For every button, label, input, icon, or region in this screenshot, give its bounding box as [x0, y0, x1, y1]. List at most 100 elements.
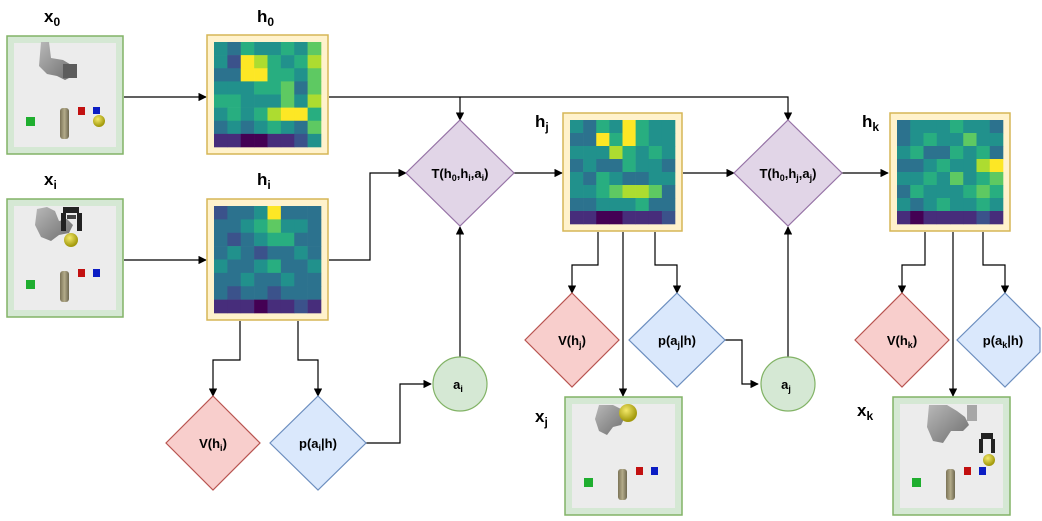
- heatmap-cell: [307, 81, 322, 95]
- heatmap-cell: [963, 146, 977, 160]
- policy-pk-label: p(ak|h): [983, 333, 1023, 350]
- heatmap-cell: [570, 185, 584, 199]
- heatmap-cell: [976, 172, 991, 186]
- heatmap-cell: [936, 133, 951, 147]
- heatmap-cell: [989, 146, 1004, 160]
- heatmap-cell: [254, 133, 268, 148]
- edge-hk-Vk: [897, 232, 926, 294]
- robot-arm-icon: [39, 42, 77, 80]
- heatmap-cell: [280, 42, 295, 56]
- heatmap-cell: [989, 133, 1004, 147]
- heatmap-cell: [227, 107, 242, 122]
- heatmap-cell: [280, 246, 295, 260]
- action-ai-label: ai: [453, 377, 463, 394]
- heatmap-cell: [976, 133, 991, 147]
- gripper-icon: [61, 207, 82, 231]
- robot-arm-icon: [595, 405, 625, 435]
- red-block-icon: [964, 467, 971, 475]
- heatmap-cell: [622, 159, 636, 173]
- heatmap-cell: [267, 259, 282, 274]
- heatmap-cell: [240, 232, 255, 247]
- heatmap-cell: [227, 68, 242, 82]
- heatmap-cell: [240, 42, 255, 56]
- heatmap-cell: [240, 259, 255, 274]
- heatmap-cell: [280, 94, 295, 108]
- heatmap-cell: [936, 211, 951, 225]
- heatmap-cell: [923, 133, 938, 147]
- heatmap-cell: [307, 42, 322, 56]
- heatmap-cell: [897, 120, 911, 134]
- heatmap-cell: [661, 159, 676, 173]
- heatmap-cell: [622, 146, 636, 160]
- heatmap-cell: [635, 185, 650, 199]
- value-Vi-label: V(hi): [199, 436, 227, 453]
- heatmap-cell: [609, 172, 623, 186]
- blue-block-icon: [651, 467, 658, 475]
- heatmap-cell: [989, 120, 1004, 134]
- heatmap-cell: [596, 159, 610, 173]
- heatmap-cell: [240, 81, 255, 95]
- heatmap-cell: [267, 219, 282, 234]
- action-aj-label: aj: [781, 377, 791, 394]
- heatmap-cell: [989, 172, 1004, 186]
- heatmap-cell: [897, 159, 911, 173]
- heatmap-cell: [950, 198, 964, 212]
- red-block-icon: [78, 107, 85, 115]
- heatmap-cell: [910, 133, 924, 147]
- heatmap-cell: [280, 55, 295, 69]
- heatmap-cell: [963, 198, 977, 212]
- heatmap-cell: [570, 211, 584, 225]
- heatmap-cell: [635, 211, 650, 225]
- heatmap-cell: [976, 211, 991, 225]
- heatmap-cell: [622, 120, 636, 134]
- label-x0: x0: [44, 7, 60, 29]
- heatmap-cell: [910, 120, 924, 134]
- heatmap-cell: [609, 211, 623, 225]
- heatmap-cell: [240, 120, 255, 135]
- policy-pk: p(ak|h): [956, 292, 1041, 388]
- heatmap-cell: [214, 120, 228, 135]
- heatmap-cell: [307, 259, 322, 274]
- heatmap-cell: [910, 146, 924, 160]
- heatmap-cell: [936, 146, 951, 160]
- edge-hi-pi: [297, 321, 323, 397]
- cylinder-icon: [618, 469, 627, 500]
- heatmap-cell: [267, 246, 282, 260]
- heatmap-cell: [280, 120, 295, 135]
- heatmap-cell: [622, 133, 636, 147]
- transition-T2-label: T(h0,hj,aj): [759, 166, 816, 183]
- edge-hj-Vj: [567, 232, 599, 294]
- value-Vj-label: V(hj): [558, 333, 586, 350]
- value-Vj: V(hj): [524, 292, 620, 388]
- heatmap-cell: [661, 133, 676, 147]
- heatmap-cell: [661, 146, 676, 160]
- heatmap-cell: [923, 159, 938, 173]
- transition-T1-label: T(h0,hi,ai): [431, 166, 488, 183]
- label-h0: h0: [257, 7, 274, 29]
- heatmap-cell: [254, 219, 268, 234]
- heatmap-cell: [307, 246, 322, 260]
- cylinder-icon: [60, 271, 69, 302]
- heatmap-cell: [294, 272, 308, 287]
- heatmap-cell: [307, 68, 322, 82]
- red-block-icon: [636, 467, 643, 475]
- heatmap-cell: [570, 146, 584, 160]
- heatmap-cell: [609, 185, 623, 199]
- heatmap-cell: [950, 211, 964, 225]
- heatmap-cell: [635, 146, 650, 160]
- heatmap-cell: [635, 159, 650, 173]
- heatmap-cell: [280, 81, 295, 95]
- heatmap-cell: [570, 198, 584, 212]
- heatmap-cell: [294, 133, 308, 148]
- heatmap-cell: [976, 120, 991, 134]
- heatmap-cell: [294, 206, 308, 220]
- heatmap-cell: [294, 42, 308, 56]
- heatmap-cell: [648, 159, 663, 173]
- heatmap-cell: [897, 185, 911, 199]
- heatmap-cell: [963, 120, 977, 134]
- heatmap-cell: [240, 272, 255, 287]
- heatmap-cell: [267, 272, 282, 287]
- heatmap-cell: [294, 286, 308, 300]
- blue-block-icon: [93, 269, 100, 277]
